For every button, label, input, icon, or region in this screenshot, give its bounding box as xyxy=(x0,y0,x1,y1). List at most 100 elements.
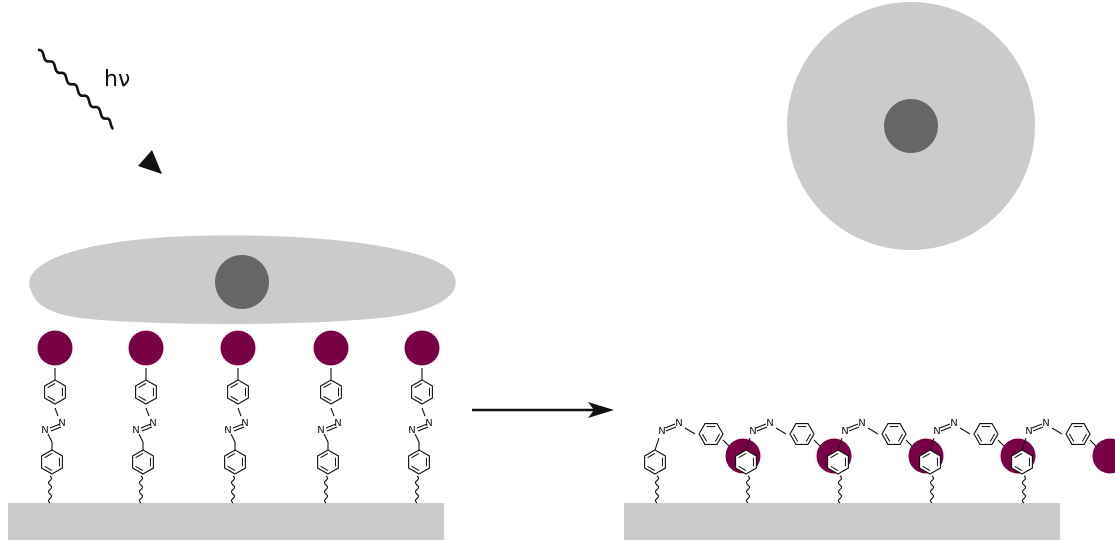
azo-bond xyxy=(49,423,61,429)
azo-bond xyxy=(140,423,152,429)
bond xyxy=(54,407,59,417)
bond xyxy=(745,437,751,451)
trans-azobenzene-linker: NN xyxy=(128,330,164,504)
nitrogen-label: N xyxy=(334,418,341,429)
trans-azobenzene-linker: NN xyxy=(220,330,256,504)
azo-bond xyxy=(665,426,677,432)
double-bond xyxy=(647,465,656,472)
anchor-bond xyxy=(414,475,420,504)
double-bond xyxy=(414,382,423,389)
double-bond xyxy=(411,465,420,472)
nitrogen-label: N xyxy=(317,425,324,436)
azo-bond xyxy=(1032,426,1044,432)
nitrogen-label: N xyxy=(58,418,65,429)
azo-bond xyxy=(50,426,62,432)
nitrogen-label: N xyxy=(425,418,432,429)
azo-bond xyxy=(141,426,153,432)
azo-bond xyxy=(755,423,767,429)
bond xyxy=(684,427,696,435)
bond xyxy=(323,433,329,443)
nitrogen-label: N xyxy=(749,426,756,437)
anchor-bond xyxy=(138,475,144,504)
double-bond xyxy=(701,433,708,442)
rgd-ligand xyxy=(404,330,440,366)
bond xyxy=(138,433,144,443)
bond xyxy=(929,437,935,451)
azo-bond xyxy=(1031,423,1043,429)
azo-bond xyxy=(326,426,338,432)
anchor-bond xyxy=(230,475,236,504)
azo-bond xyxy=(940,426,952,432)
double-bond xyxy=(922,465,931,472)
anchor-bond xyxy=(929,475,935,504)
anchor-bond xyxy=(745,475,751,504)
double-bond xyxy=(411,452,420,459)
double-bond xyxy=(989,433,996,442)
azo-bond xyxy=(417,426,429,432)
double-bond xyxy=(805,433,812,442)
azo-bond xyxy=(416,423,428,429)
nitrogen-label: N xyxy=(658,426,665,437)
azo-bond xyxy=(756,426,768,432)
trans-azobenzene-linker: NN xyxy=(37,330,73,504)
nitrogen-label: N xyxy=(132,425,139,436)
substrate xyxy=(624,503,1060,540)
bond xyxy=(47,433,53,443)
rgd-ligand xyxy=(220,330,256,366)
anchor-bond xyxy=(323,475,329,504)
bond xyxy=(145,407,150,417)
double-bond xyxy=(897,433,904,442)
nitrogen-label: N xyxy=(950,418,957,429)
double-bond xyxy=(1081,433,1088,442)
bond xyxy=(237,407,242,417)
bond xyxy=(775,427,787,435)
double-bond xyxy=(320,465,329,472)
azo-bond xyxy=(847,423,859,429)
double-bond xyxy=(976,433,983,442)
double-bond xyxy=(830,465,839,472)
azo-bond xyxy=(233,426,245,432)
rgd-ligand xyxy=(1092,438,1115,474)
substrate xyxy=(8,503,444,540)
bond xyxy=(654,437,660,451)
cell-nucleus xyxy=(884,99,938,153)
azo-bond xyxy=(232,423,244,429)
double-bond xyxy=(884,433,891,442)
rgd-ligand xyxy=(313,330,349,366)
rgd-ligand xyxy=(128,330,164,366)
double-bond xyxy=(44,465,53,472)
anchor-bond xyxy=(1021,475,1027,504)
nitrogen-label: N xyxy=(858,418,865,429)
double-bond xyxy=(922,452,931,459)
nitrogen-label: N xyxy=(841,426,848,437)
azo-bond xyxy=(939,423,951,429)
double-bond xyxy=(1068,433,1075,442)
nitrogen-label: N xyxy=(766,418,773,429)
double-bond xyxy=(47,382,56,389)
anchor-bond xyxy=(47,475,53,504)
double-bond xyxy=(230,395,239,402)
bond xyxy=(837,437,843,451)
azo-bond xyxy=(664,423,676,429)
double-bond xyxy=(320,452,329,459)
double-bond xyxy=(1014,452,1023,459)
bond xyxy=(421,407,426,417)
azo-bond xyxy=(325,423,337,429)
double-bond xyxy=(738,465,747,472)
bond xyxy=(330,407,335,417)
double-bond xyxy=(323,395,332,402)
double-bond xyxy=(792,433,799,442)
double-bond xyxy=(44,452,53,459)
double-bond xyxy=(230,382,239,389)
rgd-ligand xyxy=(37,330,73,366)
nitrogen-label: N xyxy=(149,418,156,429)
bond xyxy=(959,427,971,435)
nitrogen-label: N xyxy=(408,425,415,436)
light-label: hν xyxy=(104,67,130,92)
nitrogen-label: N xyxy=(224,425,231,436)
cell-nucleus xyxy=(215,255,269,309)
